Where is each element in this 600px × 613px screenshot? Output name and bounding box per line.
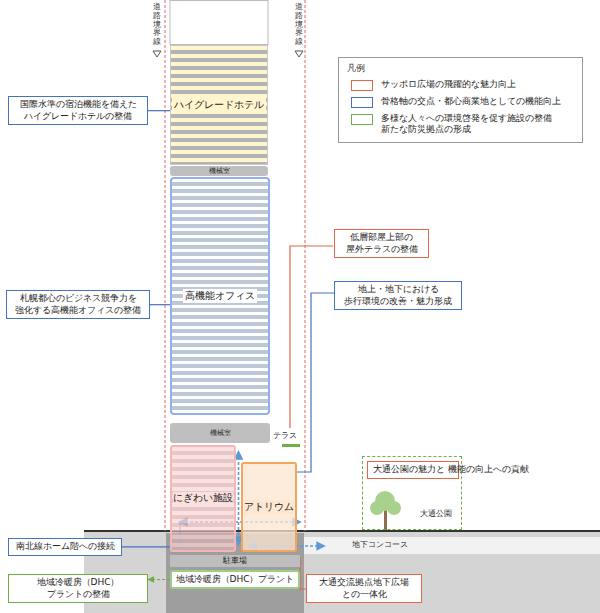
callout-box: 南北線ホーム階への接続: [8, 538, 122, 556]
terrace-bar: [282, 444, 300, 447]
node-label: 地域冷暖房（DHC） プラントの整備: [13, 577, 143, 600]
plant-box: 地域冷暖房（DHC）プラント: [170, 570, 300, 589]
leader-connector: [148, 110, 170, 111]
legend-text: サッポロ広場の飛躍的な魅力向上: [381, 79, 571, 91]
retail-floors: にぎわい施設: [170, 445, 236, 552]
node-label: にぎわい施設: [173, 492, 233, 505]
legend-box: 凡例サッポロ広場の飛躍的な魅力向上骨格軸の交点・都心商業地としての機能向上多様な…: [338, 57, 583, 143]
road-boundary-line: [305, 0, 306, 531]
node-label: 機械室: [210, 430, 231, 437]
boundary-label: 道路境界線: [295, 3, 303, 47]
legend-row: 骨格軸の交点・都心商業地としての機能向上: [351, 96, 574, 108]
hotel-floors: ハイグレードホテル: [170, 45, 268, 165]
concourse-strip: [300, 537, 600, 554]
node-label: 国際水準の宿泊機能を備えた ハイグレードホテルの整備: [13, 99, 143, 122]
boundary-triangle: [153, 51, 161, 57]
tree-crown: [387, 501, 401, 515]
ground-line: [84, 530, 600, 532]
callout-box: 国際水準の宿泊機能を備えた ハイグレードホテルの整備: [8, 96, 148, 125]
node-label: 地域冷暖房（DHC）プラント: [176, 573, 295, 586]
legend-row: 多様な人々への環境啓発を促す施設の整備 新たな防災拠点の形成: [351, 113, 574, 136]
underground: [84, 532, 600, 613]
leader-connector: [148, 579, 170, 580]
plain-label: 地下コンコース: [352, 540, 408, 550]
legend-row: サッポロ広場の飛躍的な魅力向上: [351, 79, 574, 91]
leader-connector: [122, 546, 170, 547]
node-label: 駐車場: [223, 557, 247, 565]
node-label: 大通公園の魅力と 機能の向上への貢献: [372, 464, 454, 476]
node-label: 高機能オフィス: [183, 289, 257, 303]
park-area: 大通公園 大通公園の魅力と 機能の向上への貢献: [362, 456, 462, 530]
callout-box: 地域冷暖房（DHC） プラントの整備: [8, 574, 148, 603]
office-floors: 高機能オフィス: [170, 177, 270, 415]
node-label: ハイグレードホテル: [172, 98, 266, 112]
node-label: 南北線ホーム階への接続: [13, 541, 117, 553]
plain-label: テラス: [273, 431, 297, 441]
node-label: 大通交流拠点地下広場 との一体化: [311, 577, 417, 600]
tree-crown: [370, 501, 384, 515]
legend-text: 多様な人々への環境啓発を促す施設の整備 新たな防災拠点の形成: [381, 113, 571, 136]
flow-arrow: [238, 452, 240, 544]
callout-box: 大通交流拠点地下広場 との一体化: [306, 574, 422, 603]
leader-connector: [297, 293, 334, 472]
node-label: 機械室: [209, 168, 230, 175]
callout-box: 大通公園の魅力と 機能の向上への貢献: [367, 461, 459, 479]
atrium: アトリウム: [241, 462, 297, 552]
road-boundary-line: [165, 0, 166, 531]
legend-swatch: [351, 97, 373, 108]
rooftop-box: [170, 1, 268, 45]
node-label: 地上・地下における 歩行環境の改善・魅力形成: [339, 284, 457, 307]
callout-box: 低層部屋上部の 屋外テラスの整備: [334, 229, 429, 258]
node-label: 札幌都心のビジネス競争力を 強化する高機能オフィスの整備: [11, 293, 145, 316]
node-label: 大通公園: [419, 508, 453, 519]
boundary-triangle: [295, 51, 303, 57]
legend-swatch: [351, 114, 373, 125]
legend-swatch: [351, 80, 373, 91]
callout-box: 札幌都心のビジネス競争力を 強化する高機能オフィスの整備: [6, 290, 150, 319]
node-label: 低層部屋上部の 屋外テラスの整備: [339, 232, 424, 255]
leader-connector: [150, 304, 170, 305]
boundary-label: 道路境界線: [153, 3, 161, 47]
node-label: アトリウム: [244, 500, 294, 514]
legend-text: 骨格軸の交点・都心商業地としての機能向上: [381, 96, 571, 108]
legend-title: 凡例: [347, 63, 574, 74]
callout-box: 地上・地下における 歩行環境の改善・魅力形成: [334, 281, 462, 310]
parking-band: 駐車場: [170, 555, 300, 567]
machine-room: 機械室: [170, 166, 268, 176]
machine-room: 機械室: [170, 423, 270, 443]
